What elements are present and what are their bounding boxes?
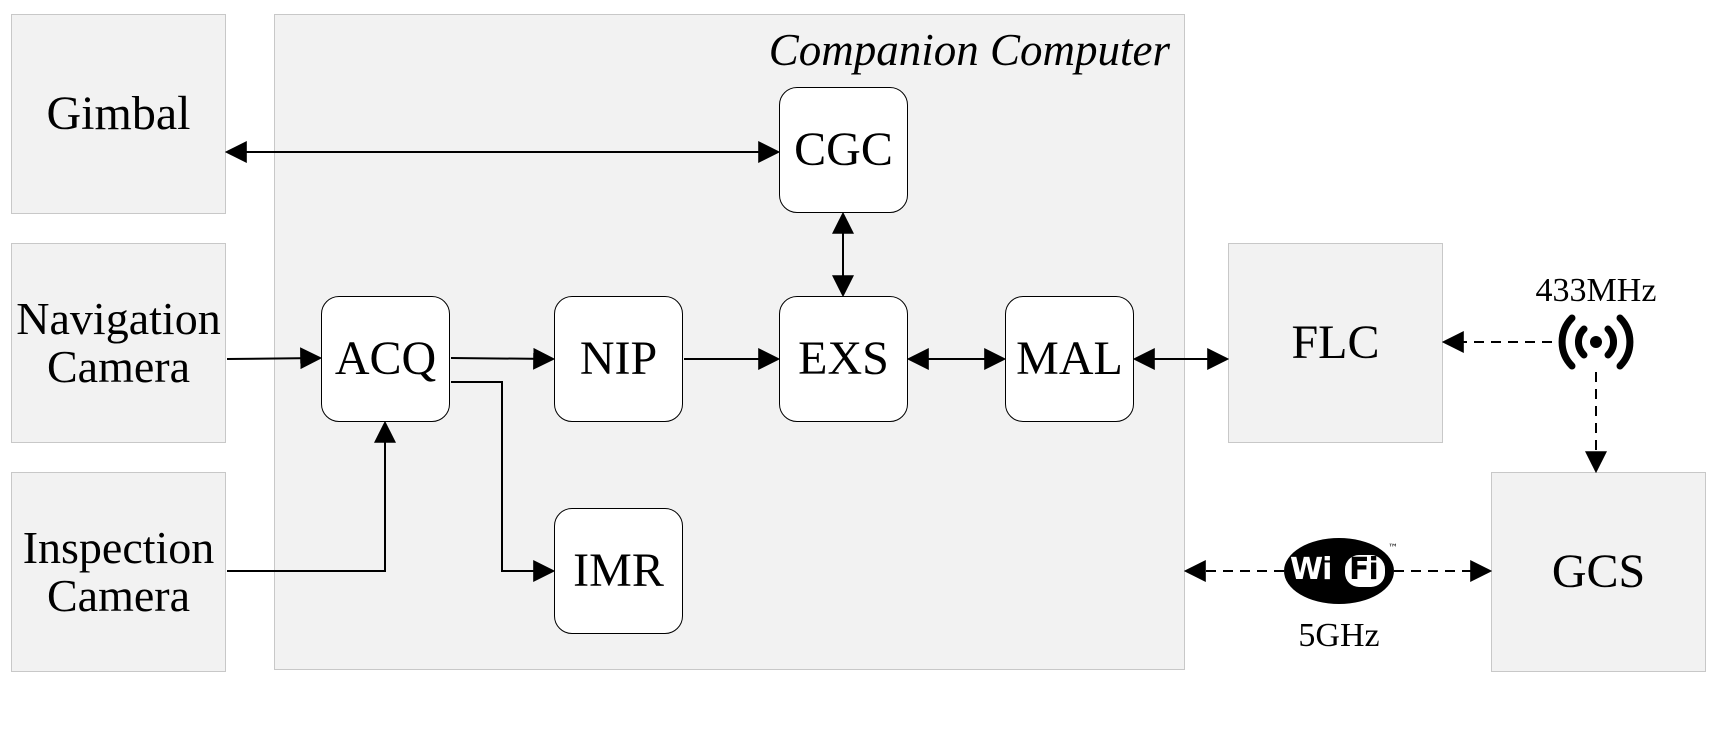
wifi-logo-icon (1284, 538, 1394, 604)
imr-label: IMR (573, 544, 664, 597)
arrow-acq-imr (451, 381, 556, 582)
arrow-acq-nip (450, 347, 556, 370)
navigation-camera-label-line1: Navigation (16, 292, 221, 344)
inspection-camera-label-line1: Inspection (22, 521, 215, 573)
cgc-label: CGC (794, 123, 893, 176)
nip-label: NIP (579, 332, 658, 385)
wifi-logo-tm: ™ (1388, 543, 1398, 554)
inspection-camera-box: Inspection Camera (11, 472, 226, 672)
exs-module: EXS (779, 296, 908, 422)
inspection-camera-label-line2: Camera (46, 570, 191, 621)
arrow-navcam-acq (226, 347, 323, 370)
gcs-label: GCS (1551, 545, 1646, 598)
navigation-camera-box: Navigation Camera (11, 243, 226, 443)
companion-computer-title: Companion Computer (768, 25, 1170, 75)
acq-module: ACQ (321, 296, 450, 422)
arrow-inspcam-acq (227, 420, 396, 572)
mal-label: MAL (1016, 332, 1123, 385)
wifi-logo-text-right: Fi (1349, 552, 1379, 587)
wifi-logo-text-left: Wi (1290, 552, 1332, 587)
navigation-camera-label-line2: Camera (46, 341, 191, 392)
nip-module: NIP (554, 296, 683, 422)
cgc-module: CGC (779, 87, 908, 213)
radio-antenna-icon (1558, 314, 1634, 370)
exs-label: EXS (798, 332, 889, 385)
wifi-frequency-label: 5GHz (1298, 617, 1380, 654)
gimbal-label: Gimbal (46, 87, 191, 140)
gimbal-box: Gimbal (11, 14, 226, 214)
imr-module: IMR (554, 508, 683, 634)
acq-label: ACQ (334, 332, 437, 385)
radio-frequency-label: 433MHz (1535, 272, 1657, 309)
flc-label: FLC (1291, 316, 1380, 369)
